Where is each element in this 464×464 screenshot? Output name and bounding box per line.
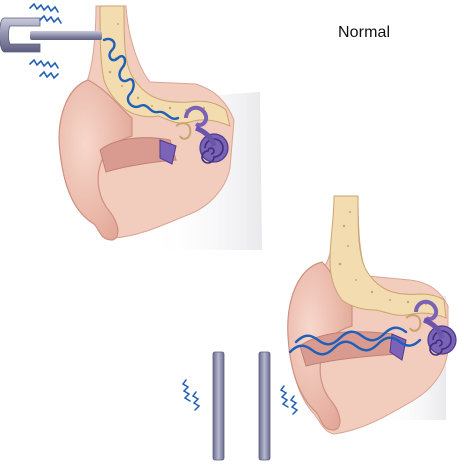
tuning-fork-tines [212,351,271,461]
top-ear-diagram [0,2,262,250]
top-temporal-bone [99,5,231,127]
bottom-air-wave-1 [288,336,422,356]
vibration-wave-icon [181,379,299,415]
bottom-eardrum [389,333,407,361]
bottom-ear-diagram [181,195,457,461]
bottom-inner-ear [414,299,457,356]
top-ear-canal [99,137,177,173]
top-pinna [58,79,133,241]
top-ossicles [175,122,192,140]
vibration-wave-icon [29,2,62,80]
tuning-fork-icon [0,17,102,53]
bottom-temporal-bone [329,195,447,319]
top-eardrum [159,139,177,165]
normal-caption: Normal [338,24,391,41]
bottom-air-wave-2 [294,326,408,346]
bottom-bone-texture [338,211,427,305]
top-bone-conduction-wave [102,37,180,120]
fork-tine-left [212,351,225,461]
top-inner-ear [184,105,229,164]
fork-tine-right [258,351,271,461]
bottom-ossicles [405,314,422,332]
